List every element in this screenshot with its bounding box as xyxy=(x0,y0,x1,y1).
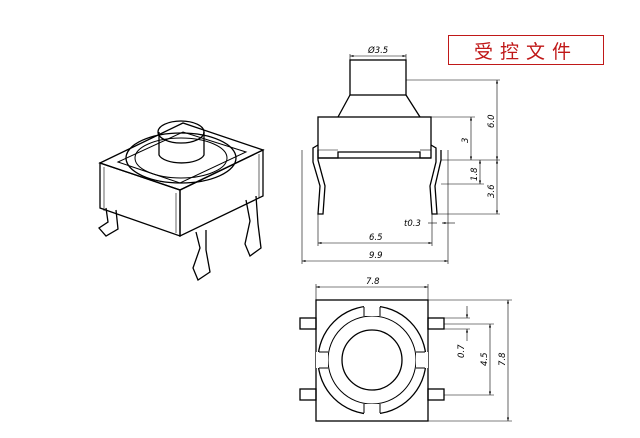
bottom-view: 7.8 0.7 4.5 7.8 xyxy=(299,277,512,422)
dim-body-height: 3 xyxy=(461,138,471,143)
dim-pin-pitch: 4.5 xyxy=(480,352,490,366)
dim-leg-length: 3.6 xyxy=(487,184,497,198)
isometric-view xyxy=(98,120,265,281)
dim-leg-inner-span: 6.5 xyxy=(369,233,383,243)
dim-pin-width: 0.7 xyxy=(457,344,467,358)
dim-body-width: 7.8 xyxy=(366,277,380,287)
dim-leg-step: 1.8 xyxy=(470,167,480,181)
dim-body-depth: 7.8 xyxy=(498,352,508,366)
dim-total-height: 6.0 xyxy=(487,114,497,128)
controlled-document-stamp: 受控文件 xyxy=(448,35,604,65)
dim-plunger-diameter: Ø3.5 xyxy=(367,45,388,56)
dim-leg-thickness: t0.3 xyxy=(404,219,421,229)
side-view: Ø3.5 6.0 3 1.8 3.6 t0.3 6.5 9.9 xyxy=(301,45,500,264)
dim-leg-outer-span: 9.9 xyxy=(369,251,383,261)
